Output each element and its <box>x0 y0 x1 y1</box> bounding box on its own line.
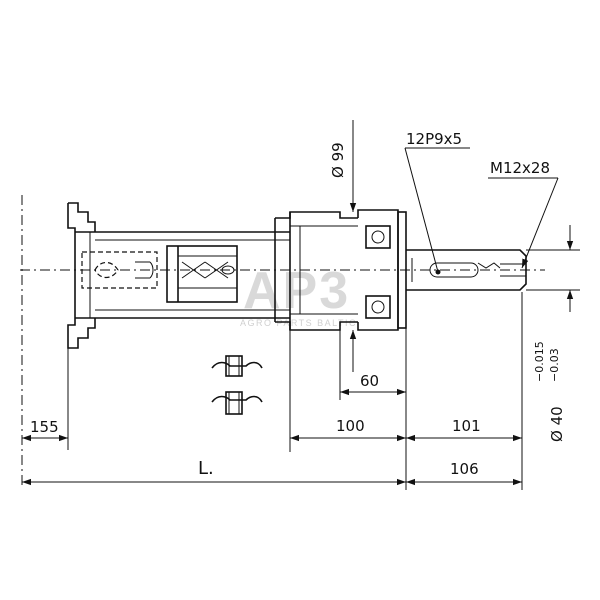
dim-60-label: 60 <box>360 372 379 390</box>
tolerance-upper: −0.015 <box>533 341 546 382</box>
inner-tube <box>81 251 158 289</box>
section-view-bottom <box>211 391 263 415</box>
thread-callout-label: M12x28 <box>490 159 550 177</box>
key-callout-leader <box>404 147 439 273</box>
dia-99-label: Ø 99 <box>329 142 347 178</box>
dim-101-label: 101 <box>452 417 481 435</box>
key-callout-label: 12P9x5 <box>406 130 462 148</box>
tolerance-lower: −0.03 <box>548 348 561 382</box>
flange <box>67 202 290 349</box>
bearing-top <box>365 225 391 249</box>
output-flange <box>397 211 407 329</box>
profile-block <box>166 245 238 303</box>
output-shaft <box>406 249 527 291</box>
dia-40-label: Ø 40 <box>548 406 566 442</box>
dim-L-label: L. <box>198 458 214 479</box>
bearing-bottom <box>365 295 391 319</box>
dim-106-label: 106 <box>450 460 479 478</box>
section-view-top <box>211 355 263 377</box>
thread-callout-leader <box>521 177 559 269</box>
dim-155-label: 155 <box>30 418 59 436</box>
dim-100-label: 100 <box>336 417 365 435</box>
watermark-tagline: AGRO PARTS BALTIC <box>240 318 357 328</box>
watermark-text: AP3 <box>243 262 350 320</box>
